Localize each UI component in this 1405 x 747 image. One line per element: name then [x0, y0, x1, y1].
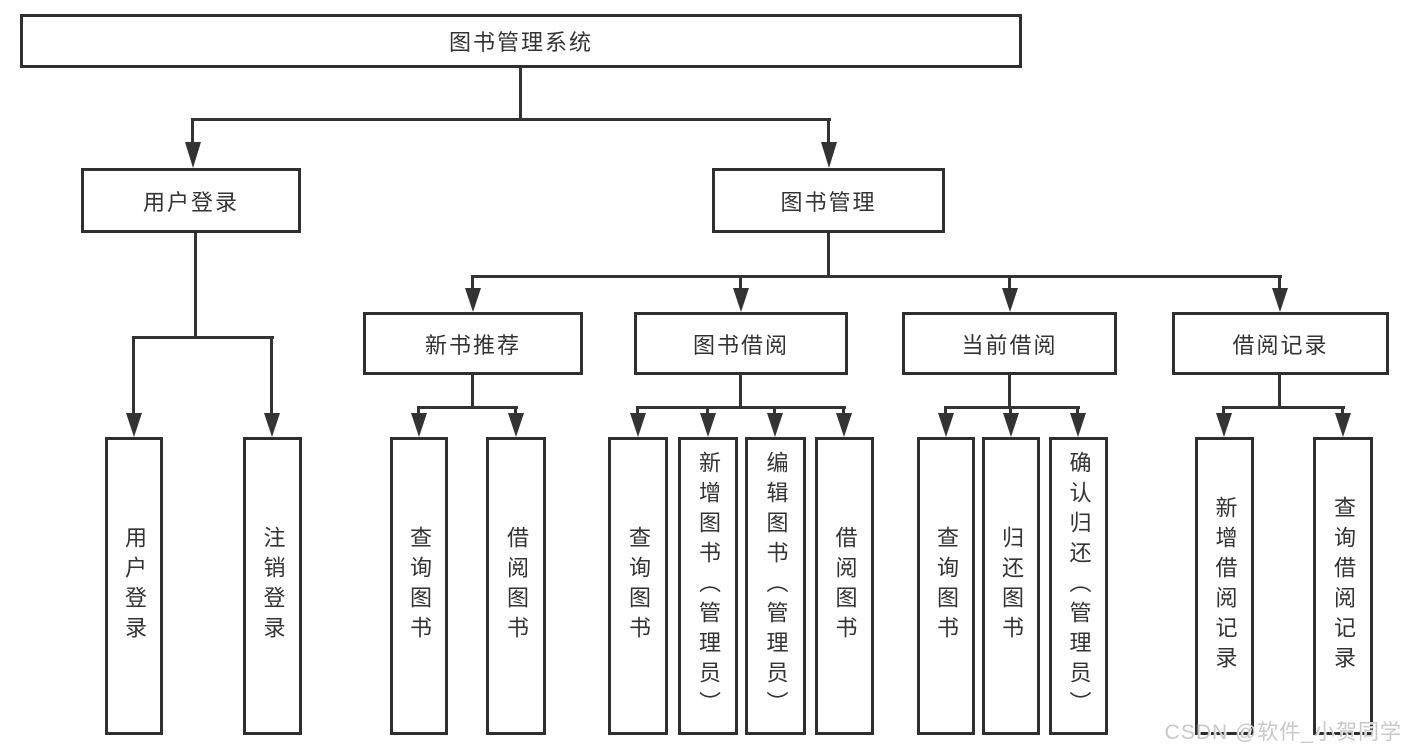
arrow-down-icon: [411, 413, 427, 437]
connector-arrow-stem: [827, 118, 830, 144]
connector-recommendation-stem: [471, 374, 474, 409]
connector-arrow-stem: [636, 406, 639, 415]
connector-arrow-stem: [842, 406, 845, 415]
connector-level2-branch: [193, 118, 831, 121]
node-current-borrowing: 当前借阅: [902, 312, 1117, 375]
leaf-user-login: 用户登录: [105, 437, 163, 735]
leaf-borrow-books-borrowing: 借阅图书: [815, 437, 874, 735]
leaf-edit-books-admin: 编辑图书（管理员）: [745, 437, 806, 735]
connector-borrowing-stem: [739, 374, 742, 409]
node-borrowing-records: 借阅记录: [1172, 312, 1389, 375]
node-book-borrowing: 图书借阅: [634, 312, 848, 375]
leaf-confirm-return-admin: 确认归还（管理员）: [1049, 437, 1108, 735]
connector-arrow-stem: [417, 406, 420, 415]
node-book-management: 图书管理: [712, 168, 945, 233]
connector-user-leaves-branch: [132, 336, 274, 339]
connector-arrow-stem: [706, 406, 709, 415]
node-new-book-recommendation: 新书推荐: [363, 312, 583, 375]
connector-arrow-stem: [944, 406, 947, 415]
arrow-down-icon: [821, 142, 837, 168]
node-user-login: 用户登录: [81, 168, 301, 233]
connector-arrow-stem: [773, 406, 776, 415]
connector-current-stem: [1008, 374, 1011, 409]
arrow-down-icon: [700, 413, 716, 437]
connector-arrow-stem: [1278, 275, 1281, 290]
connector-arrow-stem: [1076, 406, 1079, 415]
arrow-down-icon: [1335, 413, 1351, 437]
connector-records-stem: [1278, 374, 1281, 409]
leaf-query-books-borrowing: 查询图书: [608, 437, 668, 735]
arrow-down-icon: [1003, 413, 1019, 437]
arrow-down-icon: [836, 413, 852, 437]
arrow-down-icon: [1002, 288, 1018, 312]
arrow-down-icon: [1272, 288, 1288, 312]
connector-arrow-stem: [514, 406, 517, 415]
node-library-management-system: 图书管理系统: [20, 14, 1022, 68]
arrow-down-icon: [185, 142, 201, 168]
connector-arrow-stem: [270, 336, 273, 415]
connector-arrow-stem: [191, 118, 194, 144]
csdn-watermark: CSDN @软件_小贺同学: [1164, 721, 1402, 744]
connector-arrow-stem: [471, 275, 474, 290]
arrow-down-icon: [465, 288, 481, 312]
connector-book-management-stem: [827, 231, 830, 278]
connector-arrow-stem: [1341, 406, 1344, 415]
connector-borrowing-leaves-branch: [636, 406, 846, 409]
arrow-down-icon: [630, 413, 646, 437]
connector-root-stem: [519, 68, 522, 121]
leaf-return-books: 归还图书: [982, 437, 1040, 735]
arrow-down-icon: [938, 413, 954, 437]
arrow-down-icon: [126, 413, 142, 437]
connector-arrow-stem: [1008, 275, 1011, 290]
leaf-query-books-current: 查询图书: [917, 437, 975, 735]
connector-arrow-stem: [1009, 406, 1012, 415]
arrow-down-icon: [733, 288, 749, 312]
leaf-add-books-admin: 新增图书（管理员）: [678, 437, 738, 735]
arrow-down-icon: [1216, 413, 1232, 437]
connector-arrow-stem: [1222, 406, 1225, 415]
arrow-down-icon: [1070, 413, 1086, 437]
connector-arrow-stem: [739, 275, 742, 290]
connector-user-login-stem: [194, 233, 197, 339]
leaf-query-books-recommend: 查询图书: [390, 437, 448, 735]
arrow-down-icon: [508, 413, 524, 437]
leaf-query-borrow-record: 查询借阅记录: [1313, 437, 1373, 735]
connector-level3-branch: [471, 275, 1282, 278]
connector-current-leaves-branch: [944, 406, 1080, 409]
arrow-down-icon: [264, 413, 280, 437]
connector-arrow-stem: [132, 336, 135, 415]
leaf-add-borrow-record: 新增借阅记录: [1195, 437, 1254, 735]
leaf-logout: 注销登录: [243, 437, 302, 735]
connector-records-leaves-branch: [1222, 406, 1345, 409]
leaf-borrow-books-recommend: 借阅图书: [486, 437, 546, 735]
arrow-down-icon: [767, 413, 783, 437]
connector-recommendation-leaves-branch: [417, 406, 518, 409]
